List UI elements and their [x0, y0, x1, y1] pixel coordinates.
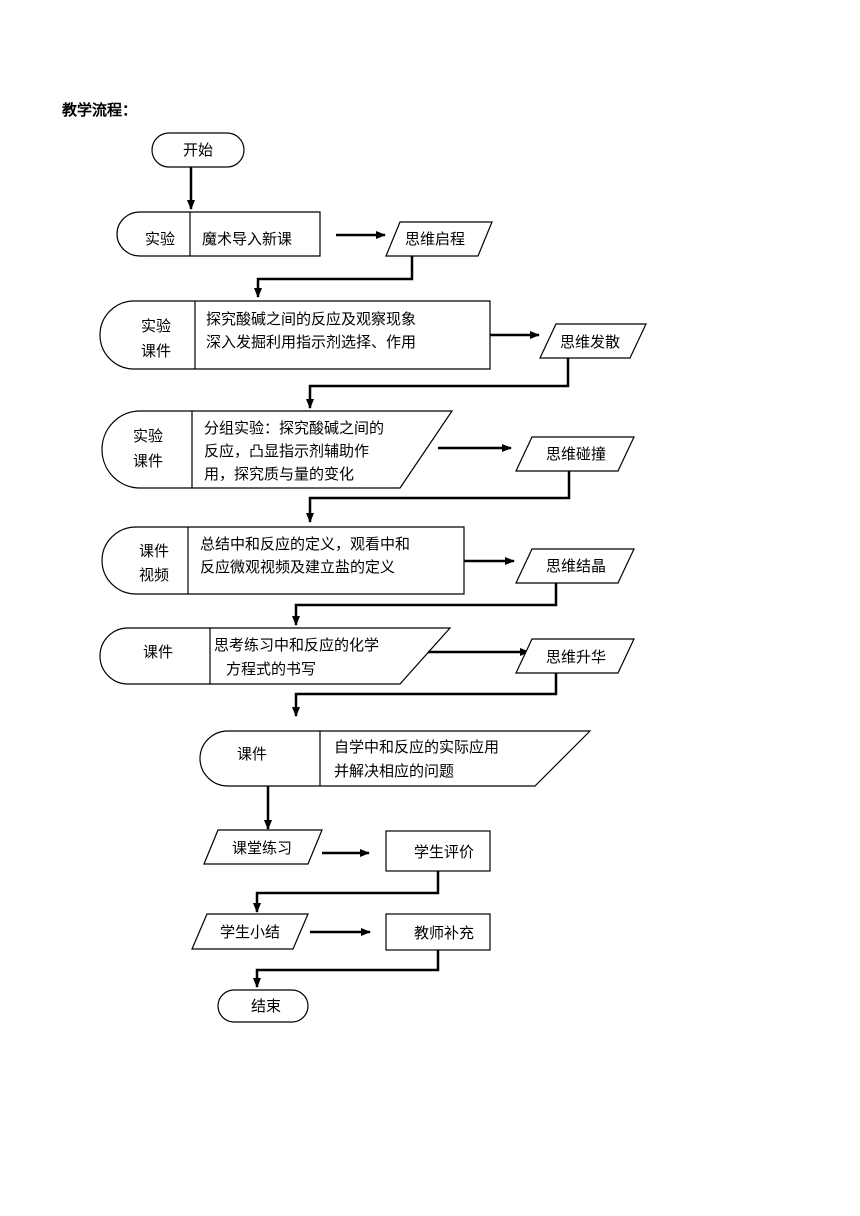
step6-node: 课件 自学中和反应的实际应用 并解决相应的问题 [199, 730, 592, 787]
step3-node: 实验 课件 分组实验：探究酸碱之间的 反应，凸显指示剂辅助作 用，探究质与量的变… [101, 410, 454, 489]
step3-body-line1: 分组实验：探究酸碱之间的 [204, 419, 384, 437]
svg-text:学生评价: 学生评价 [414, 843, 474, 861]
connector-step4-step5 [292, 583, 558, 626]
connector-step1-step2 [254, 256, 414, 298]
svg-text:思维发散: 思维发散 [560, 333, 620, 351]
connector-step2-step3 [306, 358, 570, 409]
connector-step5-step6 [292, 673, 558, 717]
step2-result: 思维发散 [539, 323, 647, 359]
step3-tag-line1: 实验 [133, 427, 163, 445]
step2-body-line1: 探究酸碱之间的反应及观察现象 [206, 310, 416, 328]
svg-text:思维升华: 思维升华 [546, 648, 606, 666]
evaluation-node: 学生评价 [385, 830, 491, 872]
step4-body-line2: 反应微观视频及建立盐的定义 [200, 558, 395, 576]
step4-body-line1: 总结中和反应的定义，观看中和 [200, 535, 410, 553]
step4-result: 思维结晶 [515, 548, 635, 584]
practice-node: 课堂练习 [203, 829, 323, 865]
step6-body-line2: 并解决相应的问题 [334, 762, 454, 780]
step2-node: 实验 课件 探究酸碱之间的反应及观察现象 深入发掘利用指示剂选择、作用 [99, 300, 491, 370]
page-title: 教学流程： [62, 101, 138, 119]
step3-body-line3: 用，探究质与量的变化 [204, 465, 354, 483]
supplement-node: 教师补充 [385, 913, 491, 951]
step5-body-line1: 思考练习中和反应的化学 [214, 636, 379, 654]
start-node: 开始 [151, 132, 245, 168]
step1-tag: 实验 [145, 230, 175, 248]
step2-tag-line1: 实验 [141, 317, 171, 335]
svg-text:开始: 开始 [183, 141, 213, 159]
svg-text:思维碰撞: 思维碰撞 [546, 445, 606, 463]
svg-text:教师补充: 教师补充 [414, 924, 474, 942]
svg-text:结束: 结束 [251, 997, 281, 1015]
svg-text:课堂练习: 课堂练习 [232, 839, 292, 857]
step2-body-line2: 深入发掘利用指示剂选择、作用 [206, 333, 416, 351]
step2-tag-line2: 课件 [141, 342, 171, 360]
step1-body: 魔术导入新课 [202, 230, 292, 248]
step1-node: 实验 魔术导入新课 [116, 211, 321, 257]
step6-tag: 课件 [237, 745, 267, 763]
step4-node: 课件 视频 总结中和反应的定义，观看中和 反应微观视频及建立盐的定义 [101, 526, 465, 595]
connector-step3-step4 [306, 471, 571, 523]
step3-body-line2: 反应，凸显指示剂辅助作 [204, 442, 369, 460]
step3-tag-line2: 课件 [133, 452, 163, 470]
step3-result: 思维碰撞 [515, 436, 635, 472]
step5-result: 思维升华 [515, 638, 635, 674]
svg-text:学生小结: 学生小结 [220, 923, 280, 941]
step4-tag-line2: 视频 [139, 566, 169, 584]
step5-body-line2: 方程式的书写 [226, 660, 316, 678]
step5-tag: 课件 [143, 643, 173, 661]
connector-evaluation-summary [253, 871, 440, 913]
svg-text:思维结晶: 思维结晶 [546, 557, 606, 575]
connector-supplement-end [253, 950, 440, 988]
end-node: 结束 [217, 989, 309, 1023]
step6-body-line1: 自学中和反应的实际应用 [334, 738, 499, 756]
step5-node: 课件 思考练习中和反应的化学 方程式的书写 [99, 627, 452, 685]
step1-result: 思维启程 [385, 221, 493, 257]
step4-tag-line1: 课件 [139, 542, 169, 560]
summary-node: 学生小结 [191, 913, 309, 950]
svg-text:思维启程: 思维启程 [405, 230, 465, 248]
